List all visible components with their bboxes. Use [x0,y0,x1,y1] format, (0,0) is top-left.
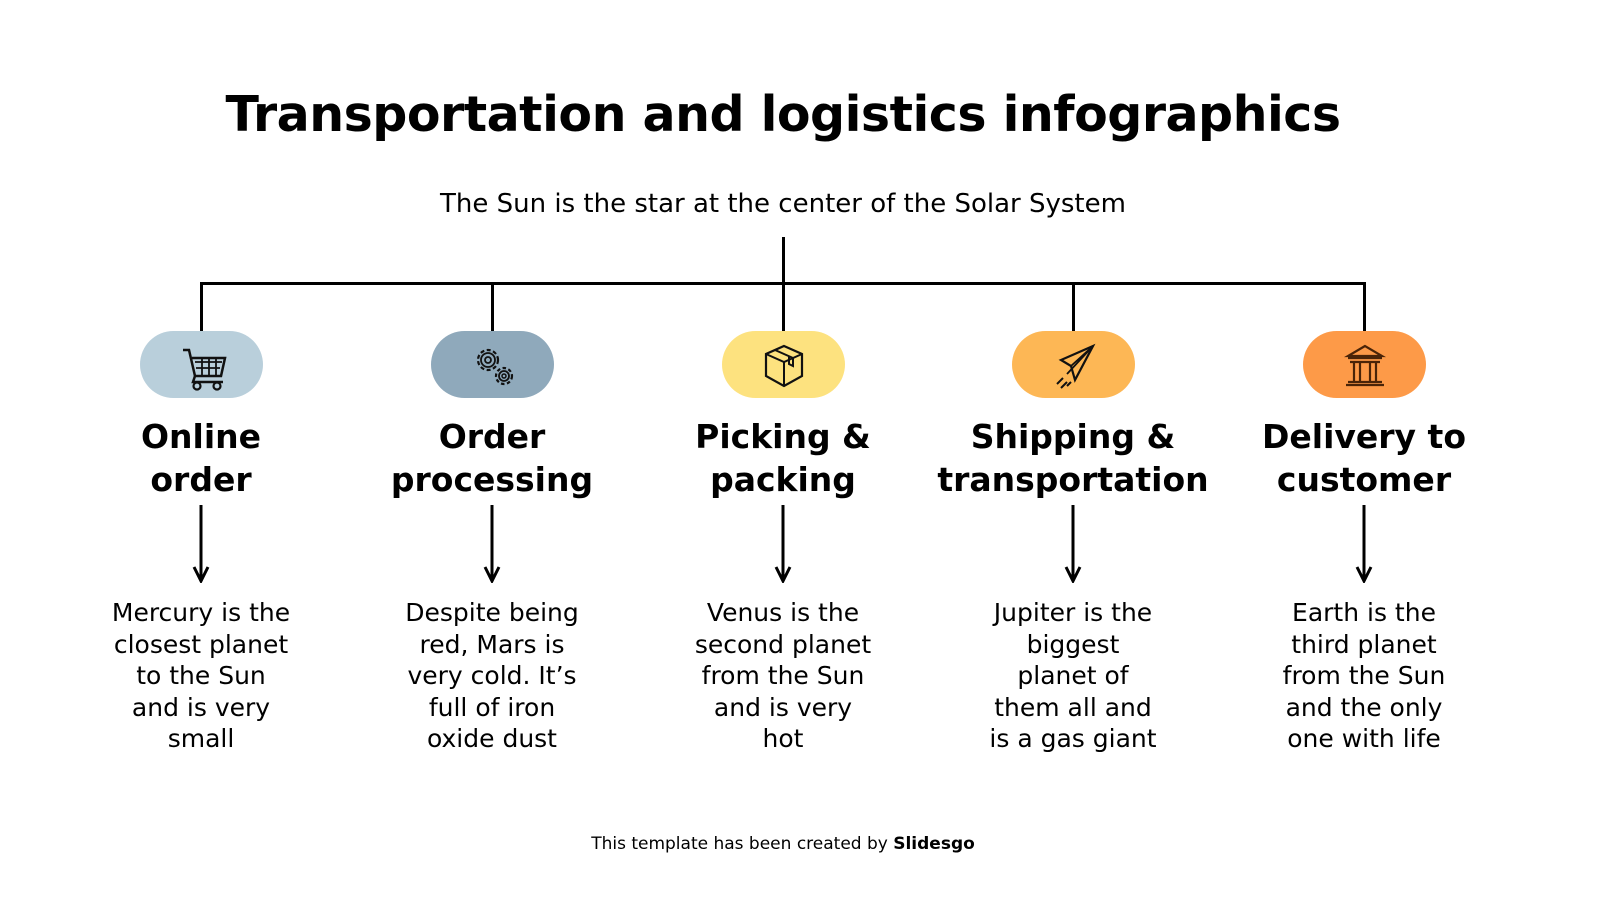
shopping-cart-icon [182,348,227,391]
footer-brand: Slidesgo [893,834,975,854]
step-connector [782,283,785,331]
step-connector [1072,283,1075,331]
description-line: them all and [994,692,1152,722]
description-line: to the Sun [136,661,266,690]
description-line: oxide dust [426,724,557,753]
description-line: and is very [131,692,271,722]
step-connector [491,283,494,331]
step-connector [1363,283,1366,331]
description-line: Venus is the [706,598,860,627]
description-line: is a gas giant [989,724,1157,753]
step-title-line: processing [390,460,594,499]
footer-text: This template has been created by [591,834,894,854]
description-line: Mercury is the [111,598,291,627]
arrow-down-icon [192,505,210,583]
description-line: very cold. It’s [407,661,577,690]
gears-icon [476,348,513,385]
step-title: Picking & packing [618,415,948,501]
description-line: biggest [1026,629,1120,659]
step-icon-pill [140,331,263,398]
step-title: Delivery to customer [1199,415,1529,501]
description-line: and the only [1285,692,1443,722]
step-icon-pill [1303,331,1426,398]
step-title-line: Delivery to [1261,417,1466,456]
description-line: small [167,724,235,753]
step-title-line: customer [1276,460,1452,499]
trunk-connector [782,237,785,285]
step-icon-pill [1012,331,1135,398]
step-title: Online order [36,415,366,501]
description-line: third planet [1291,629,1437,659]
subtitle: The Sun is the star at the center of the… [440,189,1126,219]
step-connector [200,283,203,331]
description-line: planet of [1017,661,1129,690]
footer: This template has been created by Slides… [0,834,1566,854]
step-title-line: order [150,460,252,499]
step-title-line: Shipping & [970,417,1176,456]
step-title: Shipping & transportation [908,415,1238,501]
description-line: from the Sun [701,661,865,690]
step-title-line: Online [140,417,262,456]
arrow-down-icon [1355,505,1373,583]
step-title: Order processing [327,415,657,501]
arrow-down-icon [483,505,501,583]
step-title-line: Order [438,417,546,456]
description-line: from the Sun [1282,661,1446,690]
step-title-line: transportation [937,460,1209,499]
description-line: and is very [713,692,853,722]
page-title: Transportation and logistics infographic… [225,86,1341,143]
description-line: red, Mars is [419,629,565,659]
step-title-line: packing [710,460,856,499]
description-line: closest planet [113,629,289,659]
description-line: one with life [1287,724,1441,753]
description-line: second planet [694,629,872,659]
description-line: Earth is the [1292,598,1436,627]
description-line: Jupiter is the [993,598,1153,627]
step-title-line: Picking & [695,417,871,456]
paper-plane-icon [1055,343,1095,389]
description-line: Despite being [405,598,579,627]
arrow-down-icon [1064,505,1082,583]
arrow-down-icon [774,505,792,583]
package-box-icon [764,344,803,387]
description-line: full of iron [428,692,556,722]
description-line: hot [762,724,804,753]
step-icon-pill [431,331,554,398]
step-icon-pill [722,331,845,398]
building-icon [1343,344,1386,386]
